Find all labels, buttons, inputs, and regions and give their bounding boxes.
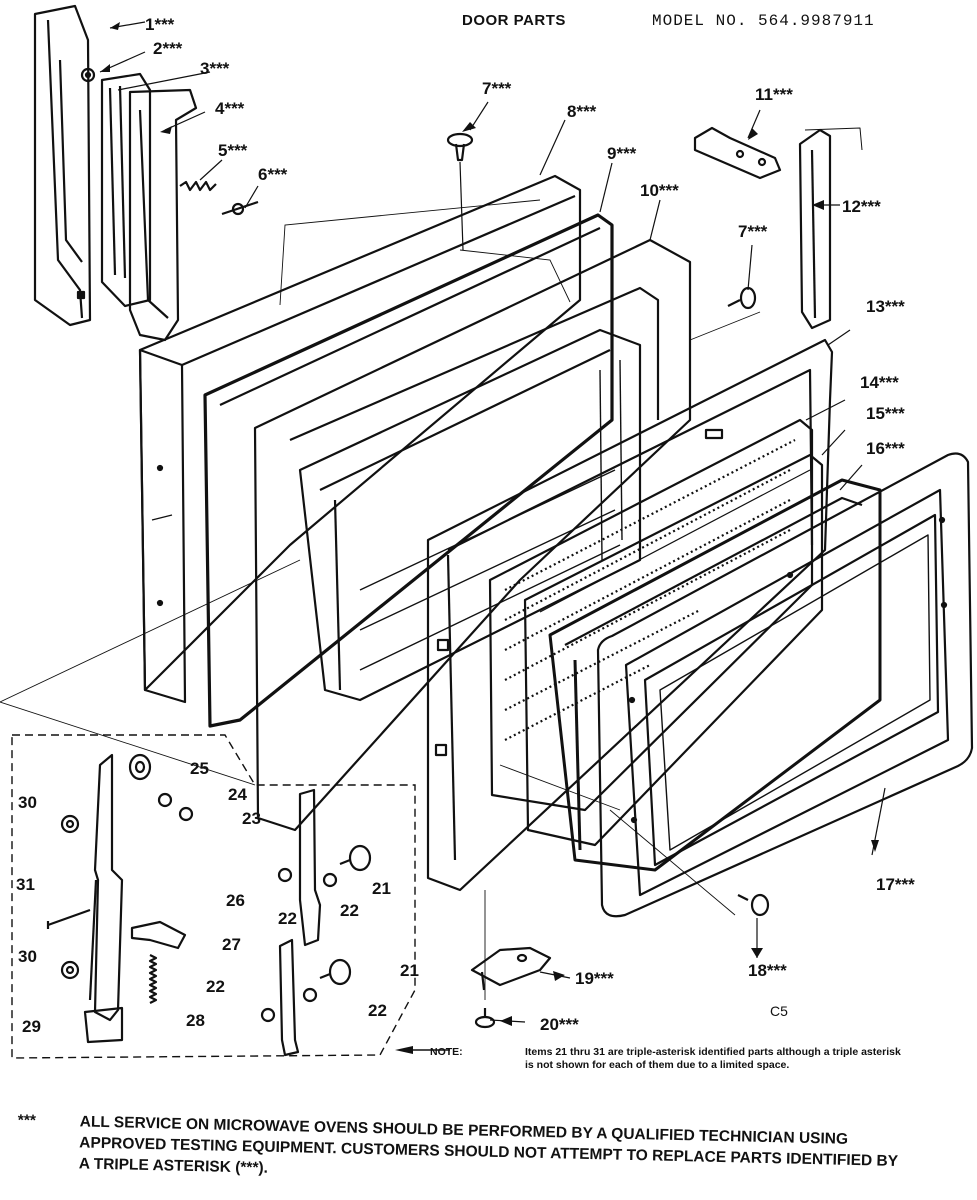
label-part-13: 13*** <box>866 297 905 316</box>
label-part-8: 8*** <box>567 102 597 121</box>
label-part-1: 1*** <box>145 15 175 34</box>
part-20-screw <box>474 1008 496 1029</box>
label-part-18: 18*** <box>748 961 787 980</box>
leader-arrowheads <box>100 22 879 1054</box>
label-part-21-upper: 21 <box>372 879 391 898</box>
model-number: MODEL NO. 564.9987911 <box>652 12 875 30</box>
label-part-19: 19*** <box>575 969 614 988</box>
warning-asterisks: *** <box>17 1111 37 1130</box>
part-5-spring <box>179 180 217 192</box>
label-part-6: 6*** <box>258 165 288 184</box>
label-part-5: 5*** <box>218 141 248 160</box>
label-part-14: 14*** <box>860 373 899 392</box>
label-part-7-right: 7*** <box>738 222 768 241</box>
label-part-30-top: 30 <box>18 793 37 812</box>
label-part-25: 25 <box>190 759 209 778</box>
label-part-22-d: 22 <box>368 1001 387 1020</box>
part-30-nut-top <box>60 814 80 834</box>
label-part-10: 10*** <box>640 181 679 200</box>
label-part-28: 28 <box>186 1011 205 1030</box>
label-part-7-top: 7*** <box>482 79 512 98</box>
part-27-cam <box>130 920 187 950</box>
part-24-nuts <box>157 792 194 822</box>
label-part-16: 16*** <box>866 439 905 458</box>
part-31-bolt <box>46 908 91 929</box>
part-6-pin <box>221 200 259 216</box>
part-30-nut-bottom <box>60 960 80 980</box>
part-29-latch-block <box>83 1006 124 1044</box>
label-part-26: 26 <box>226 891 245 910</box>
diagram-title: DOOR PARTS <box>462 12 566 29</box>
part-7-screw-right <box>727 286 757 310</box>
label-part-4: 4*** <box>215 99 245 118</box>
part-19-lower-hinge <box>470 946 552 991</box>
figure-code: C5 <box>770 1003 788 1019</box>
part-3-bracket <box>100 72 152 308</box>
note-text: Items 21 thru 31 are triple-asterisk ide… <box>525 1046 901 1071</box>
label-part-15: 15*** <box>866 404 905 423</box>
label-part-2: 2*** <box>153 39 183 58</box>
part-21-switch-lower <box>319 958 352 986</box>
part-9-gasket <box>203 213 614 728</box>
label-part-23: 23 <box>242 809 261 828</box>
label-part-21-lower: 21 <box>400 961 419 980</box>
part-16-inner-gasket <box>548 478 882 872</box>
leader-lines <box>0 21 886 1023</box>
part-1-handle-cover <box>33 4 92 327</box>
label-part-12: 12*** <box>842 197 881 216</box>
part-25-roller <box>128 753 152 781</box>
part-4-handle <box>128 88 198 342</box>
part-11-hinge <box>693 126 782 180</box>
part-15-window-glass <box>523 453 824 847</box>
label-part-22-b: 22 <box>340 901 359 920</box>
part-22-washers <box>260 867 338 1023</box>
part-18-screw <box>737 893 770 917</box>
label-part-27: 27 <box>222 935 241 954</box>
label-part-20: 20*** <box>540 1015 579 1034</box>
part-10-inner-panel <box>253 238 692 832</box>
part-2-screw <box>80 67 96 83</box>
label-part-22-a: 22 <box>278 909 297 928</box>
label-part-29: 29 <box>22 1017 41 1036</box>
latch-assembly-dashed-box <box>11 734 416 1059</box>
part-23-switch-lever <box>298 788 322 947</box>
part-26-switch-lever <box>278 938 300 1057</box>
label-part-9: 9*** <box>607 144 637 163</box>
label-part-31: 31 <box>16 875 35 894</box>
label-part-22-c: 22 <box>206 977 225 996</box>
part-8-door-frame <box>138 174 582 704</box>
label-part-24: 24 <box>228 785 247 804</box>
label-part-17: 17*** <box>876 875 915 894</box>
label-part-30-bottom: 30 <box>18 947 37 966</box>
note-lead: NOTE: <box>430 1046 463 1058</box>
part-21-switch-upper <box>339 844 372 872</box>
part-7-screw-top <box>446 132 474 251</box>
part-28-spring <box>148 954 158 1004</box>
latch-lever-left <box>88 753 124 1022</box>
label-part-11: 11*** <box>755 85 793 104</box>
label-part-3: 3*** <box>200 59 230 78</box>
part-17-outer-door-trim <box>596 452 974 918</box>
part-12-side-strip <box>798 127 863 330</box>
